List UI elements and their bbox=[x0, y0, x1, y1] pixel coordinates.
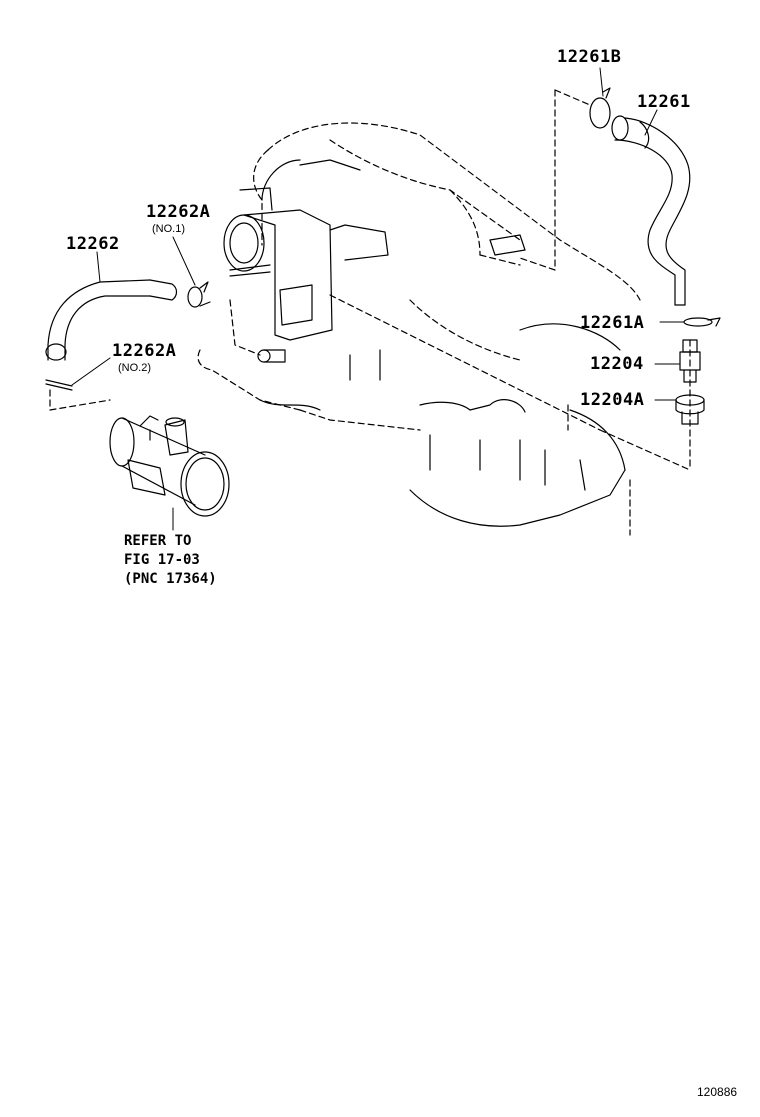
part-label-12204a: 12204A bbox=[580, 390, 645, 410]
clamp-12262a-no1 bbox=[188, 282, 210, 307]
clamp-12261b bbox=[590, 88, 610, 128]
hose-12262 bbox=[46, 280, 177, 360]
part-label-12262a-no2: 12262A bbox=[112, 341, 177, 361]
reference-line-2: FIG 17-03 bbox=[124, 552, 200, 568]
part-label-12261: 12261 bbox=[637, 92, 691, 112]
clamp-12262a-no2 bbox=[46, 380, 72, 390]
reference-line-3: (PNC 17364) bbox=[124, 571, 217, 587]
air-intake-chamber bbox=[110, 416, 229, 516]
part-label-12204: 12204 bbox=[590, 354, 644, 374]
throttle-body bbox=[224, 188, 525, 340]
reference-line-1: REFER TO bbox=[124, 533, 192, 549]
part-label-12261a: 12261A bbox=[580, 313, 645, 333]
manifold-pipe bbox=[258, 350, 285, 362]
part-label-12262a-no1: 12262A bbox=[146, 202, 211, 222]
part-sublabel-no1: (NO.1) bbox=[152, 223, 185, 235]
part-label-12262: 12262 bbox=[66, 234, 120, 254]
engine-body bbox=[260, 160, 630, 535]
part-sublabel-no2: (NO.2) bbox=[118, 362, 151, 374]
hose-12261 bbox=[612, 116, 690, 305]
leader-lines bbox=[72, 68, 684, 530]
engine-outline bbox=[50, 90, 690, 470]
clamp-12261a bbox=[684, 318, 720, 326]
illustration-code: 120886 bbox=[697, 1085, 738, 1099]
part-label-12261b: 12261B bbox=[557, 47, 622, 67]
